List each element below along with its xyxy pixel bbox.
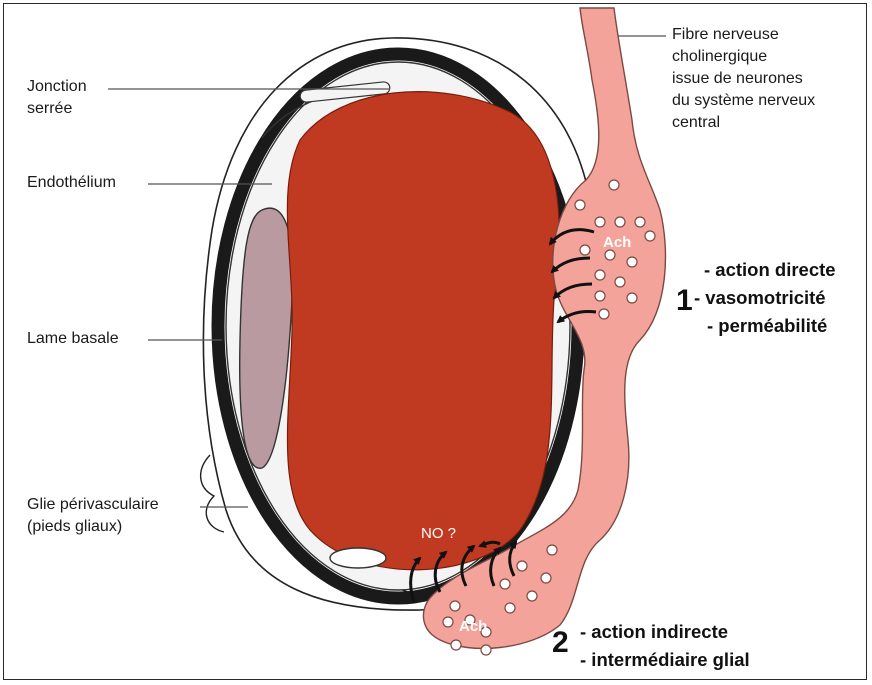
label-jonction-serree: Jonction serrée xyxy=(27,76,87,120)
action1-line-3: - perméabilité xyxy=(707,314,827,337)
endothelial-nucleus xyxy=(330,548,386,568)
action-number-2: 2 xyxy=(552,628,569,658)
action1-line-2: - vasomotricité xyxy=(694,286,826,309)
label-fibre-nerveuse: Fibre nerveuse cholinergique issue de ne… xyxy=(672,24,815,134)
ach-label-bottom: Ach xyxy=(459,616,487,638)
action2-line-2: - intermédiaire glial xyxy=(580,648,750,671)
lumen-blood xyxy=(287,92,559,570)
label-glie-perivasculaire: Glie périvasculaire (pieds gliaux) xyxy=(27,494,159,538)
action-number-1: 1 xyxy=(676,286,693,316)
action1-line-1: - action directe xyxy=(704,258,836,281)
label-endothelium: Endothélium xyxy=(27,172,116,194)
ach-label-top: Ach xyxy=(603,232,631,254)
action2-line-1: - action indirecte xyxy=(580,620,728,643)
label-lame-basale: Lame basale xyxy=(27,328,119,350)
no-label: NO ? xyxy=(421,523,456,545)
